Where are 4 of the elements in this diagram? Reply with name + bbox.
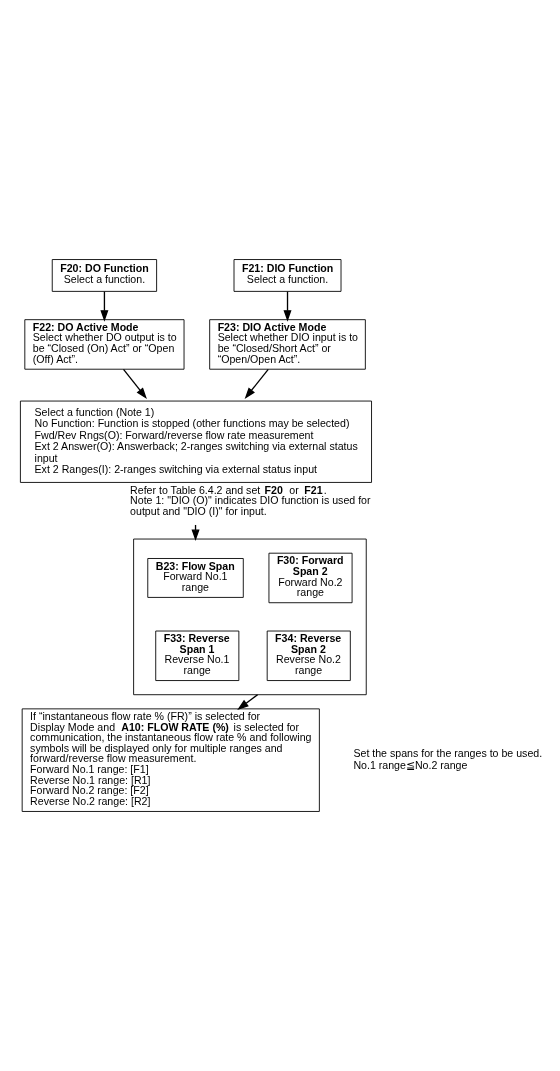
node-label: No.1 range≦No.2 range <box>353 758 468 771</box>
node-label: Refer to Table 6.4.2 and set F20 or F21. <box>130 483 327 496</box>
node-label: Set the spans for the ranges to be used. <box>353 747 543 760</box>
node-label: Note 1: "DIO (O)" indicates DIO function is used for output and "DIO (I)" for input. <box>130 494 371 517</box>
